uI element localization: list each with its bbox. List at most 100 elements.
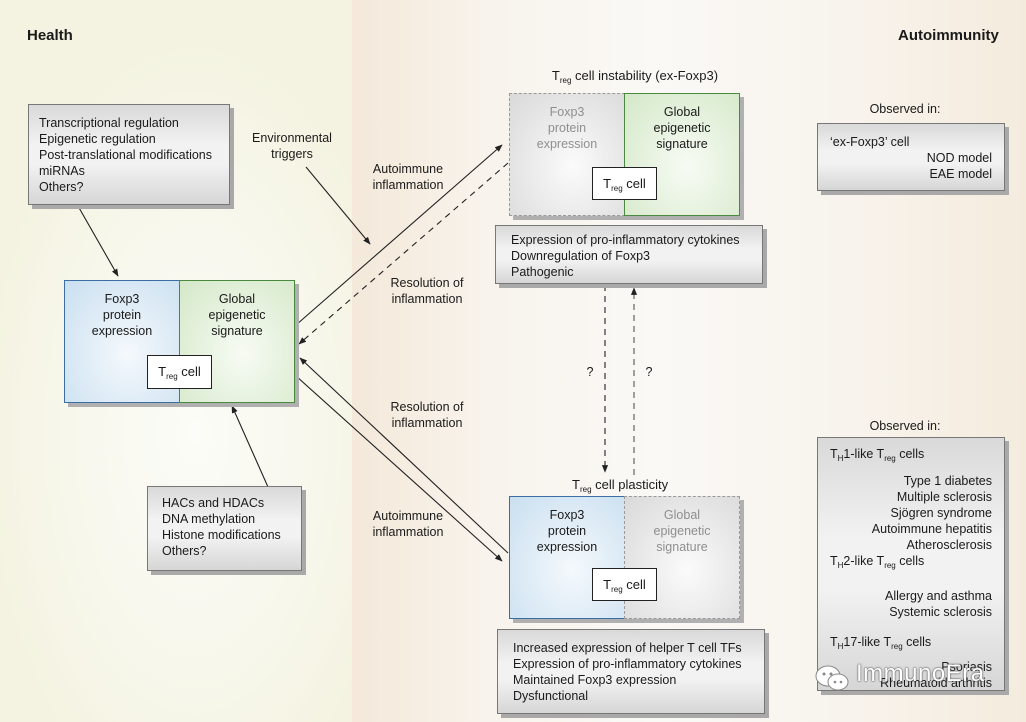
autoimmune-inflammation-top-label: Autoimmune inflammation bbox=[360, 161, 456, 193]
epigenetic-item: Histone modifications bbox=[162, 528, 281, 542]
disease-item: Sjögren syndrome bbox=[890, 506, 992, 520]
epigenetic-factors-box: HACs and HDACs DNA methylation Histone m… bbox=[147, 486, 302, 571]
observed-like-treg-box: TH1-like Treg cells Type 1 diabetes Mult… bbox=[817, 437, 1005, 691]
treg-suffix: cell bbox=[622, 176, 646, 191]
text: T bbox=[830, 554, 838, 568]
label-line: inflammation bbox=[391, 292, 463, 306]
model-item: EAE model bbox=[929, 167, 992, 181]
disease-item: Type 1 diabetes bbox=[903, 474, 992, 488]
text: cells bbox=[895, 447, 925, 461]
text-sub: H bbox=[837, 642, 844, 651]
feature-item: Expression of pro-inflammatory cytokines bbox=[513, 657, 742, 671]
label-line: inflammation bbox=[391, 416, 463, 430]
disease-item: Allergy and asthma bbox=[884, 589, 992, 603]
treg-main: T bbox=[158, 364, 167, 379]
title-sub: reg bbox=[559, 76, 572, 85]
treg-sub: reg bbox=[611, 184, 623, 193]
plasticity-title: Treg cell plasticity bbox=[572, 477, 702, 498]
label-line: expression bbox=[536, 137, 598, 151]
question-mark-left: ? bbox=[586, 365, 594, 379]
label-line: protein bbox=[102, 308, 142, 322]
autoimmune-inflammation-bottom-label: Autoimmune inflammation bbox=[360, 508, 456, 540]
regulation-item: Transcriptional regulation bbox=[39, 116, 179, 130]
disease-item: Atherosclerosis bbox=[906, 538, 992, 552]
disease-item: Autoimmune hepatitis bbox=[871, 522, 992, 536]
label-line: Autoimmune bbox=[372, 509, 444, 523]
observed-in-top-heading: Observed in: bbox=[869, 102, 941, 116]
text: 1-like T bbox=[843, 447, 885, 461]
label-line: Foxp3 bbox=[104, 292, 140, 306]
feature-item: Dysfunctional bbox=[513, 689, 589, 703]
label-line: signature bbox=[656, 540, 708, 554]
arrow-regulation-to-treg bbox=[77, 205, 119, 277]
title-main: T bbox=[572, 477, 580, 492]
treg-cell-label: Treg cell bbox=[592, 568, 657, 601]
feature-item: Downregulation of Foxp3 bbox=[511, 249, 650, 263]
text: 2-like T bbox=[843, 554, 885, 568]
foxp3-expression-half: Foxp3 protein expression bbox=[64, 280, 180, 403]
label-line: inflammation bbox=[372, 178, 444, 192]
regulation-item: Post-translational modifications bbox=[39, 148, 212, 162]
label-line: Foxp3 bbox=[549, 105, 585, 119]
treg-cell-label: Treg cell bbox=[147, 355, 212, 389]
regulation-item: miRNAs bbox=[39, 164, 85, 178]
treg-suffix: cell bbox=[177, 364, 201, 379]
feature-item: Maintained Foxp3 expression bbox=[513, 673, 677, 687]
text: 17-like T bbox=[843, 635, 892, 649]
arrow-environmental-triggers bbox=[305, 166, 371, 245]
label-line: Global bbox=[663, 105, 701, 119]
disease-item: Rheumatoid arthritis bbox=[880, 676, 992, 690]
health-heading: Health bbox=[27, 27, 73, 44]
feature-item: Pathogenic bbox=[511, 265, 574, 279]
label-line: Resolution of bbox=[390, 276, 464, 290]
group-heading: TH1-like Treg cells bbox=[830, 446, 992, 467]
disease-item: Multiple sclerosis bbox=[896, 490, 992, 504]
text-sub: H bbox=[837, 561, 844, 570]
feature-item: Increased expression of helper T cell TF… bbox=[513, 641, 742, 655]
text: T bbox=[830, 447, 838, 461]
instability-treg-cell: Foxp3 protein expression Global epigenet… bbox=[509, 93, 740, 216]
label-line: signature bbox=[211, 324, 263, 338]
text-sub: reg bbox=[884, 454, 896, 463]
treg-sub: reg bbox=[611, 585, 623, 594]
treg-cell-label: Treg cell bbox=[592, 167, 657, 200]
epigenetic-item: DNA methylation bbox=[162, 512, 256, 526]
regulation-factors-box: Transcriptional regulation Epigenetic re… bbox=[28, 104, 230, 205]
label-line: epigenetic bbox=[653, 121, 711, 135]
label-line: Global bbox=[663, 508, 701, 522]
cell-type: ‘ex-Foxp3’ cell bbox=[830, 135, 910, 149]
plasticity-treg-cell: Foxp3 protein expression Global epigenet… bbox=[509, 496, 740, 619]
arrow-epigenetic-to-treg bbox=[231, 405, 269, 488]
title-suffix: cell plasticity bbox=[591, 477, 669, 492]
treg-suffix: cell bbox=[622, 577, 646, 592]
label-line: Resolution of bbox=[390, 400, 464, 414]
arrow-autoimmune-to-plasticity bbox=[295, 375, 503, 562]
label-line: Autoimmune bbox=[372, 162, 444, 176]
epigenetic-item: Others? bbox=[162, 544, 207, 558]
autoimmunity-heading: Autoimmunity bbox=[898, 27, 999, 44]
label-line: epigenetic bbox=[208, 308, 266, 322]
label-line: expression bbox=[536, 540, 598, 554]
text-sub: reg bbox=[891, 642, 903, 651]
healthy-treg-cell: Foxp3 protein expression Global epigenet… bbox=[64, 280, 295, 403]
label-line: Global bbox=[218, 292, 256, 306]
arrow-autoimmune-to-instability bbox=[295, 144, 503, 326]
label-line: epigenetic bbox=[653, 524, 711, 538]
label-line: expression bbox=[91, 324, 153, 338]
title-suffix: cell instability (ex-Foxp3) bbox=[571, 68, 719, 83]
observed-in-bottom-heading: Observed in: bbox=[869, 419, 941, 433]
text-sub: H bbox=[837, 454, 844, 463]
group-heading: TH17-like Treg cells bbox=[830, 634, 992, 655]
resolution-bottom-label: Resolution of inflammation bbox=[378, 399, 476, 431]
group-heading: TH2-like Treg cells bbox=[830, 553, 992, 574]
text-sub: reg bbox=[884, 561, 896, 570]
arrow-instability-resolution bbox=[298, 162, 509, 345]
disease-item: Systemic sclerosis bbox=[889, 605, 992, 619]
model-item: NOD model bbox=[926, 151, 992, 165]
label-line: Foxp3 bbox=[549, 508, 585, 522]
title-main: T bbox=[551, 68, 560, 83]
plasticity-features-box: Increased expression of helper T cell TF… bbox=[497, 629, 765, 714]
label-line: protein bbox=[547, 121, 587, 135]
label-line: Environmental bbox=[252, 131, 332, 145]
